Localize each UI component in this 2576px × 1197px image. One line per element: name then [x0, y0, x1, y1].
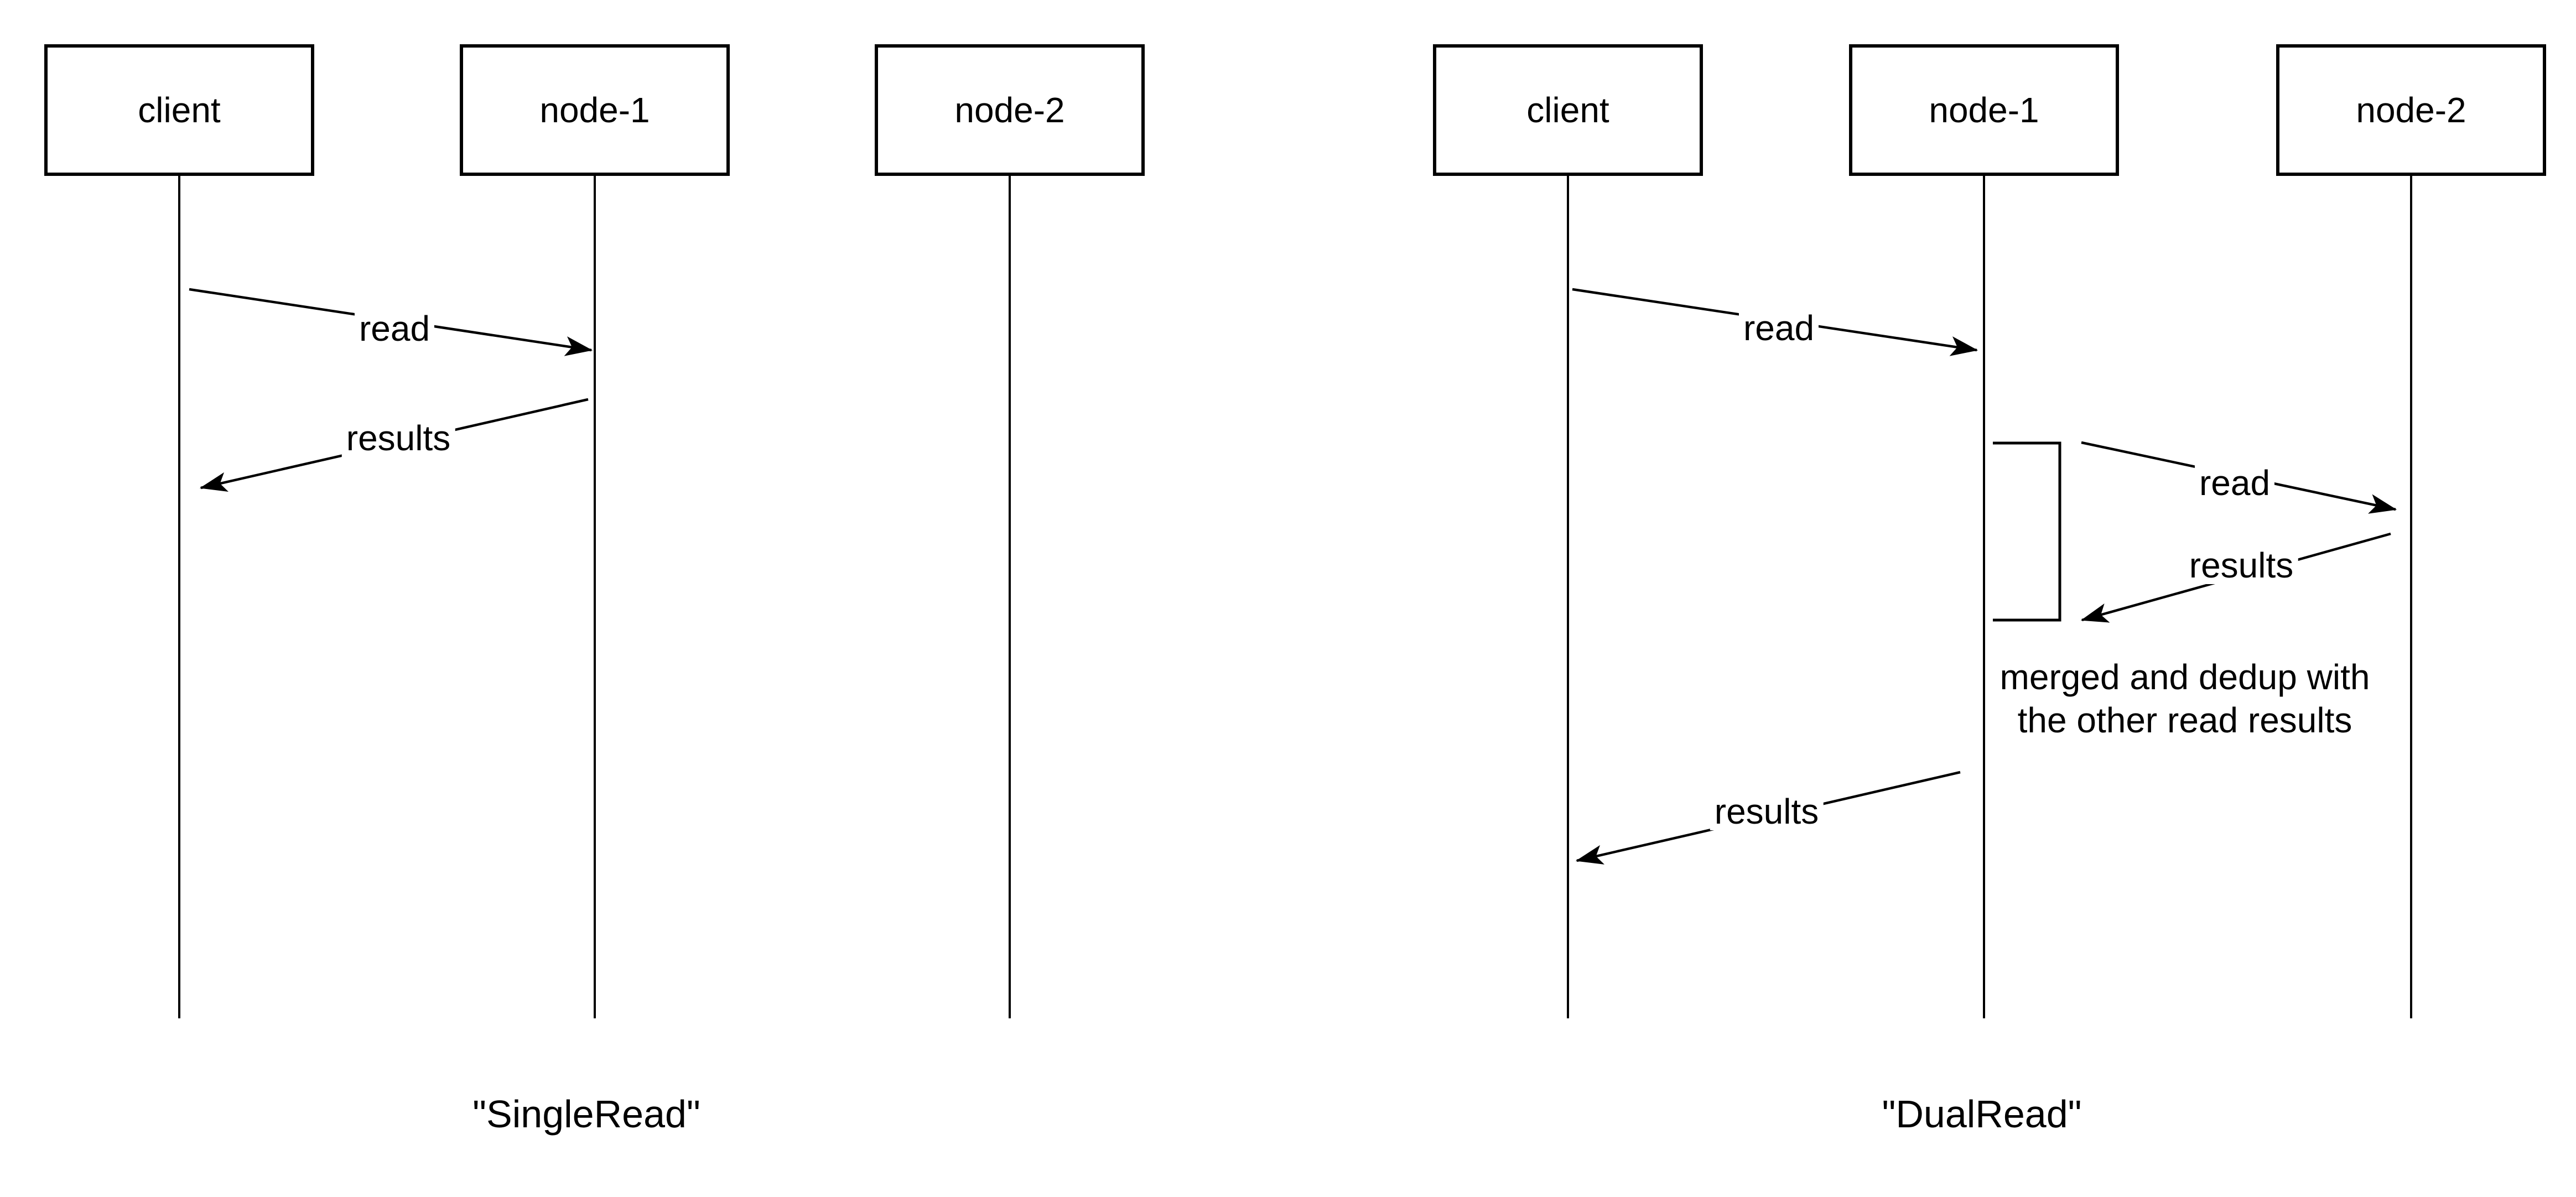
- actor-label-client: client: [1526, 90, 1609, 130]
- message-label-read: read: [1738, 309, 1819, 347]
- actor-box-right-node-1: node-1: [1849, 44, 2119, 176]
- message-label-results: results: [341, 419, 455, 457]
- actor-label-node-1: node-1: [539, 90, 650, 130]
- note-line-1: merged and dedup with: [1999, 657, 2370, 697]
- activation-bracket: [1993, 441, 2061, 622]
- actor-box-right-node-2: node-2: [2276, 44, 2546, 176]
- caption-dual-read: "DualRead": [1882, 1092, 2082, 1136]
- actor-box-left-node-1: node-1: [460, 44, 730, 176]
- actor-label-node-2: node-2: [2356, 90, 2466, 130]
- actor-label-node-1: node-1: [1929, 90, 2039, 130]
- actor-label-client: client: [138, 90, 221, 130]
- caption-single-read: "SingleRead": [472, 1092, 700, 1136]
- note-merged-dedup: merged and dedup with the other read res…: [1999, 655, 2370, 742]
- actor-box-left-node-2: node-2: [875, 44, 1145, 176]
- actor-box-left-client: client: [44, 44, 314, 176]
- note-line-2: the other read results: [2017, 700, 2352, 740]
- message-label-results: results: [2184, 547, 2298, 584]
- message-label-read: read: [2194, 464, 2275, 502]
- actor-box-right-client: client: [1433, 44, 1703, 176]
- actor-label-node-2: node-2: [954, 90, 1065, 130]
- message-label-read: read: [354, 310, 435, 347]
- message-label-results: results: [1710, 793, 1824, 830]
